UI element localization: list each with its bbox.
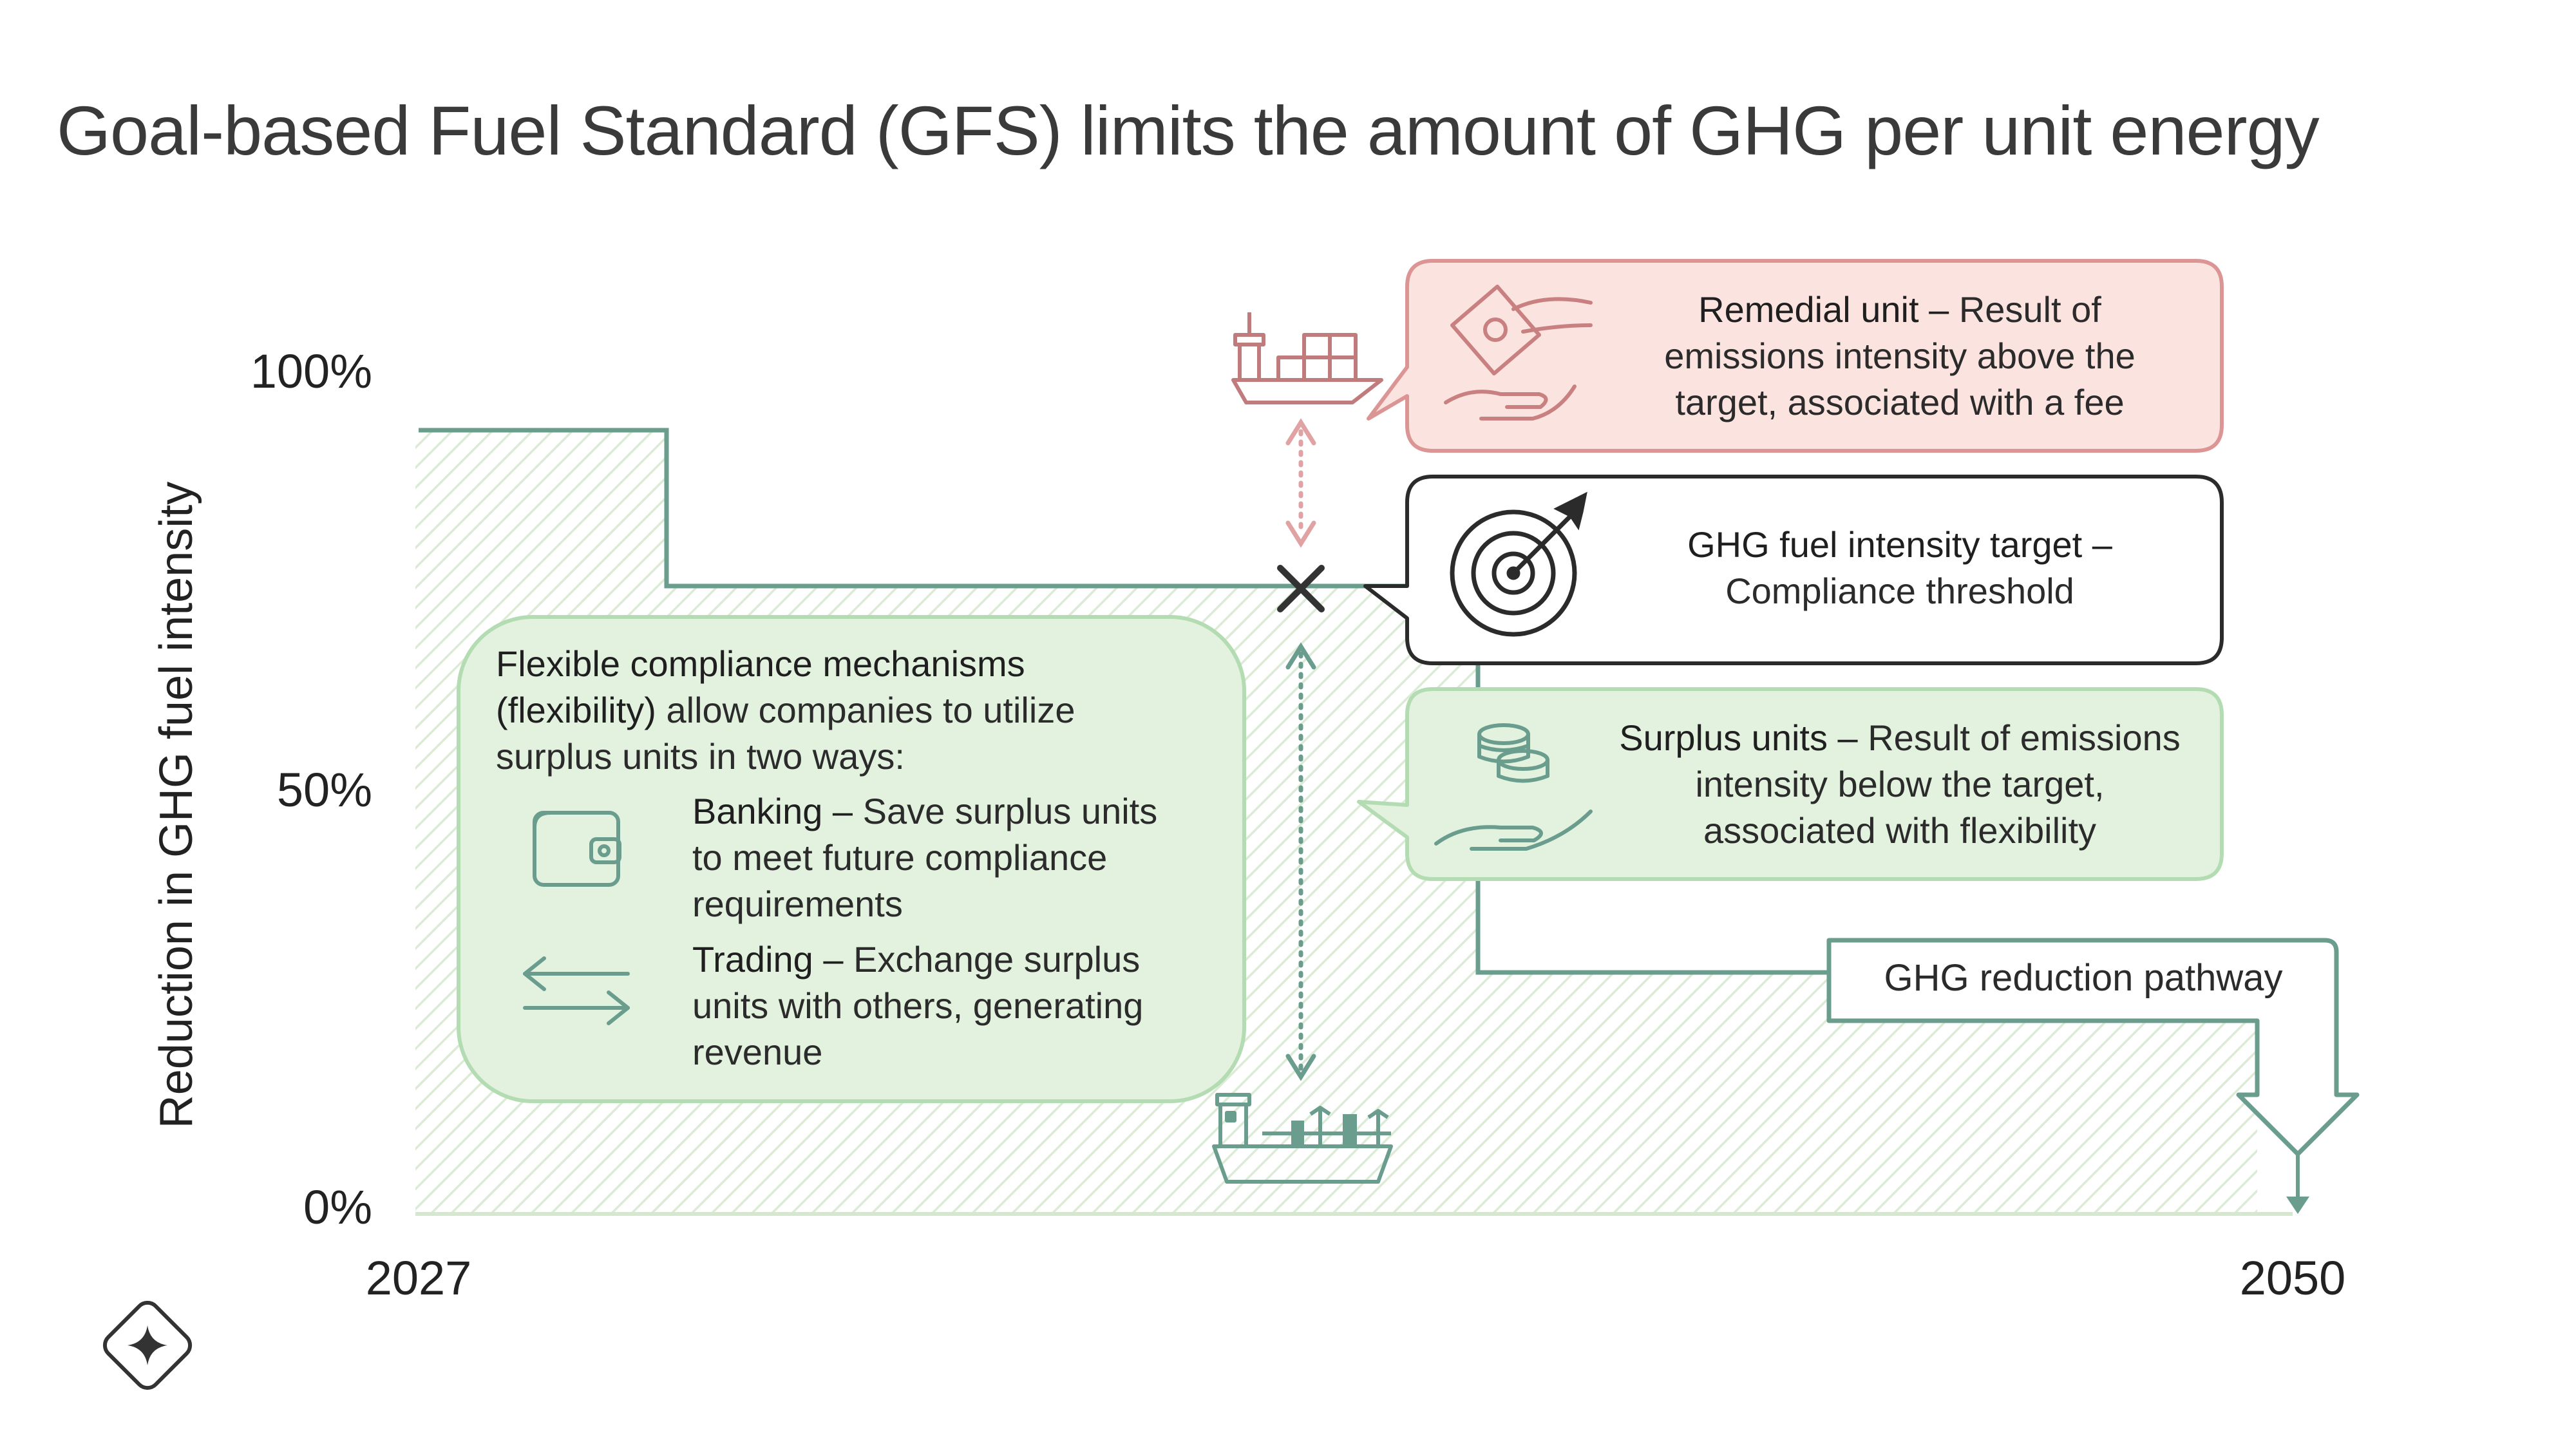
pathway-label: GHG reduction pathway <box>1884 957 2283 999</box>
remedial-arrow-up-head <box>1285 418 1316 446</box>
trading-line2: units with others, generating <box>692 985 1144 1026</box>
remedial-callout <box>1367 259 2224 453</box>
banking-line1: Save surplus units <box>862 791 1158 831</box>
remedial-callout-text: Remedial unit – Result of emissions inte… <box>1610 287 2190 426</box>
wallet-icon <box>533 811 621 887</box>
coins-hand-icon <box>1434 723 1593 851</box>
remedial-line2: emissions intensity above the <box>1664 336 2136 376</box>
page-title: Goal-based Fuel Standard (GFS) limits th… <box>57 91 2320 169</box>
pathway-arrow <box>1826 938 2360 1157</box>
target-title: GHG fuel intensity target – <box>1687 524 2112 565</box>
surplus-callout-text: Surplus units – Result of emissions inte… <box>1597 715 2202 854</box>
banking-title: Banking – <box>692 791 853 831</box>
surplus-callout <box>1357 687 2224 881</box>
remedial-arrow-down-head <box>1285 520 1316 548</box>
exchange-arrows-icon <box>523 956 630 1025</box>
y-tick-0: 0% <box>303 1180 372 1234</box>
ghg-reduction-pathway-line <box>419 428 1829 975</box>
surplus-line2: intensity below the target, <box>1695 764 2105 804</box>
trading-line3: revenue <box>692 1032 823 1072</box>
flexibility-box <box>457 615 1246 1103</box>
banking-text: Banking – Save surplus units to meet fut… <box>692 788 1227 927</box>
trading-title: Trading – <box>692 939 844 980</box>
banking-line3: requirements <box>692 884 903 924</box>
x-tick-2050: 2050 <box>2240 1251 2346 1305</box>
surplus-line1: Result of emissions <box>1868 717 2181 758</box>
flexibility-title-line1: Flexible compliance mechanisms <box>496 643 1025 684</box>
pathway-arrow-tip <box>2286 1197 2309 1214</box>
remedial-line1: Result of <box>1958 289 2101 330</box>
target-x-mark <box>1277 565 1325 612</box>
money-hand-icon <box>1444 285 1593 421</box>
flexibility-intro-line3: surplus units in two ways: <box>496 736 905 777</box>
eco-ship-icon <box>1212 1093 1393 1184</box>
flexibility-title-line2: (flexibility) <box>496 690 656 730</box>
flexibility-intro: Flexible compliance mechanisms (flexibil… <box>496 641 1217 780</box>
surplus-title: Surplus units – <box>1619 717 1858 758</box>
y-tick-100: 100% <box>251 345 372 398</box>
surplus-arrow-down-head <box>1285 1054 1316 1081</box>
cargo-ship-icon <box>1231 312 1383 404</box>
target-callout-text: GHG fuel intensity target – Compliance t… <box>1610 522 2190 614</box>
trading-line1: Exchange surplus <box>853 939 1141 980</box>
flexibility-intro-line2: allow companies to utilize <box>666 690 1075 730</box>
y-axis-label: Reduction in GHG fuel intensity <box>151 482 202 1128</box>
y-tick-50: 50% <box>277 763 372 817</box>
target-text: Compliance threshold <box>1725 571 2074 611</box>
remedial-title: Remedial unit – <box>1698 289 1949 330</box>
trading-text: Trading – Exchange surplus units with ot… <box>692 936 1227 1075</box>
remedial-line3: target, associated with a fee <box>1675 382 2125 422</box>
sparkle-logo-icon <box>102 1300 193 1390</box>
target-arrow-icon <box>1450 491 1587 637</box>
x-tick-2027: 2027 <box>366 1251 472 1305</box>
banking-line2: to meet future compliance <box>692 837 1108 878</box>
surplus-line3: associated with flexibility <box>1703 810 2097 851</box>
surplus-arrow-up-head <box>1285 642 1316 670</box>
